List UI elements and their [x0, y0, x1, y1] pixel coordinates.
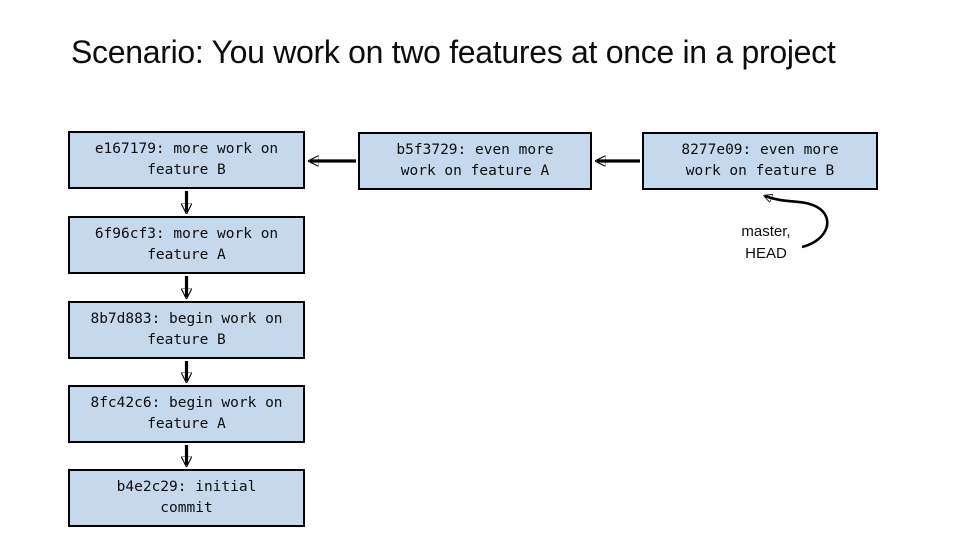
commit-label: e167179: more work on feature B: [94, 140, 279, 178]
commit-label: 6f96cf3: more work on feature A: [94, 225, 279, 263]
commit-box-8fc42c6: 8fc42c6: begin work on feature A: [68, 385, 305, 443]
commit-box-b5f3729: b5f3729: even more work on feature A: [358, 132, 592, 190]
commit-box-b4e2c29: b4e2c29: initial commit: [68, 469, 305, 527]
commit-box-e167179: e167179: more work on feature B: [68, 131, 305, 189]
commit-label: 8fc42c6: begin work on feature A: [90, 394, 283, 432]
slide-title: Scenario: You work on two features at on…: [71, 34, 836, 70]
commit-box-8b7d883: 8b7d883: begin work on feature B: [68, 301, 305, 359]
commit-label: 8277e09: even more work on feature B: [681, 141, 839, 179]
commit-label: 8b7d883: begin work on feature B: [90, 310, 283, 348]
commit-label: b4e2c29: initial commit: [116, 478, 257, 516]
commit-box-8277e09: 8277e09: even more work on feature B: [642, 132, 878, 190]
commit-box-6f96cf3: 6f96cf3: more work on feature A: [68, 216, 305, 274]
commit-label: b5f3729: even more work on feature A: [396, 141, 554, 179]
branch-head-label: master, HEAD: [741, 223, 791, 262]
